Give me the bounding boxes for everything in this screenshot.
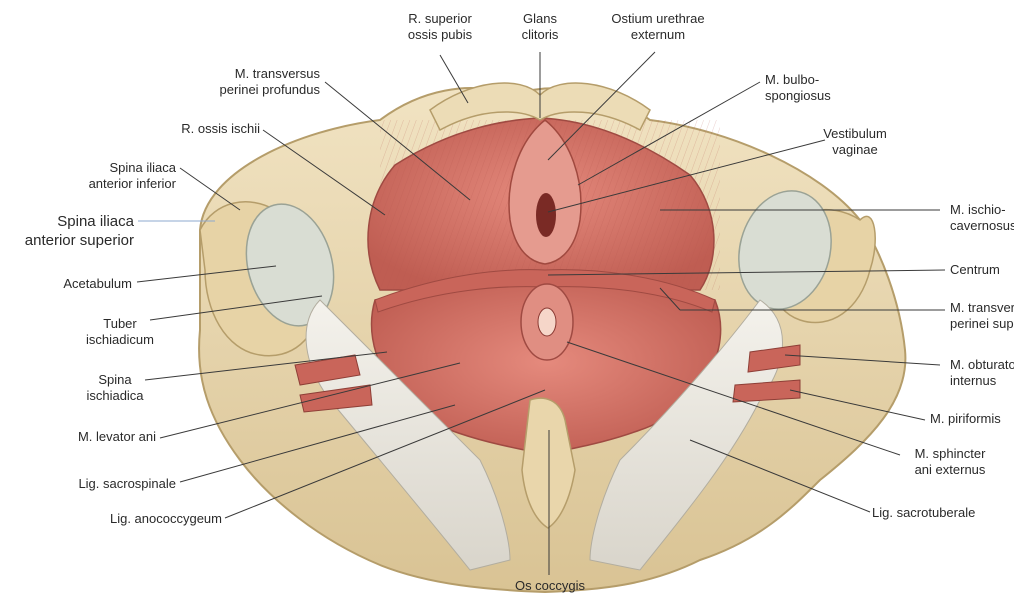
- right-obturator-stub: [747, 344, 801, 373]
- label-lig-sacrospinale: Lig. sacrospinale: [78, 476, 176, 491]
- left-piriformis-stub: [299, 384, 373, 413]
- vaginal-opening: [536, 193, 556, 237]
- label-m-obturatorius-internus: M. obturatorius internus: [950, 357, 1014, 388]
- label-vestibulum-vaginae: Vestibulum vaginae: [823, 126, 887, 157]
- leader-lines: [136, 51, 946, 575]
- label-m-transversus-perinei-profundus: M. transversus perinei profundus: [219, 66, 320, 97]
- label-lig-anococcygeum: Lig. anococcygeum: [109, 511, 222, 526]
- label-m-transversus-perinei-superficialis: M. transversus perinei superficialis: [950, 300, 1014, 331]
- label-m-levator-ani: M. levator ani: [77, 429, 156, 444]
- label-m-bulbospongiosus: M. bulbo- spongiosus: [765, 72, 831, 103]
- vestibulum-vaginae: [508, 119, 582, 265]
- label-centrum-tendineum: Centrum: [950, 262, 1000, 277]
- left-acetabulum: [245, 203, 335, 327]
- label-lig-sacrotuberale: Lig. sacrotuberale: [872, 505, 976, 520]
- anus: [537, 307, 557, 337]
- label-acetabulum: Acetabulum: [63, 276, 132, 291]
- label-spina-iliaca-anterior-superior: Spina iliaca anterior superior: [24, 213, 134, 249]
- label-m-ischiocavernosus: M. ischio- cavernosus: [950, 202, 1014, 233]
- label-r-superior-ossis-pubis: R. superior ossis pubis: [407, 11, 473, 42]
- label-r-ossis-ischii: R. ossis ischii: [181, 121, 260, 136]
- label-tuber-ischiadicum: Tuber ischiadicum: [86, 316, 154, 347]
- label-glans-clitoris: Glans clitoris: [521, 11, 559, 42]
- label-m-piriformis: M. piriformis: [930, 411, 1001, 426]
- label-ostium-urethrae-externum: Ostium urethrae externum: [611, 11, 705, 42]
- label-spina-ischiadica: Spina ischiadica: [86, 372, 144, 403]
- transversus-perinei-band: [374, 269, 716, 313]
- label-m-sphincter-ani-externus: M. sphincter ani externus: [914, 446, 986, 477]
- label-spina-iliaca-anterior-inferior: Spina iliaca anterior inferior: [88, 160, 176, 191]
- right-sacrotuberal-ligament: [589, 299, 783, 571]
- label-os-coccygis: Os coccygis: [514, 578, 586, 593]
